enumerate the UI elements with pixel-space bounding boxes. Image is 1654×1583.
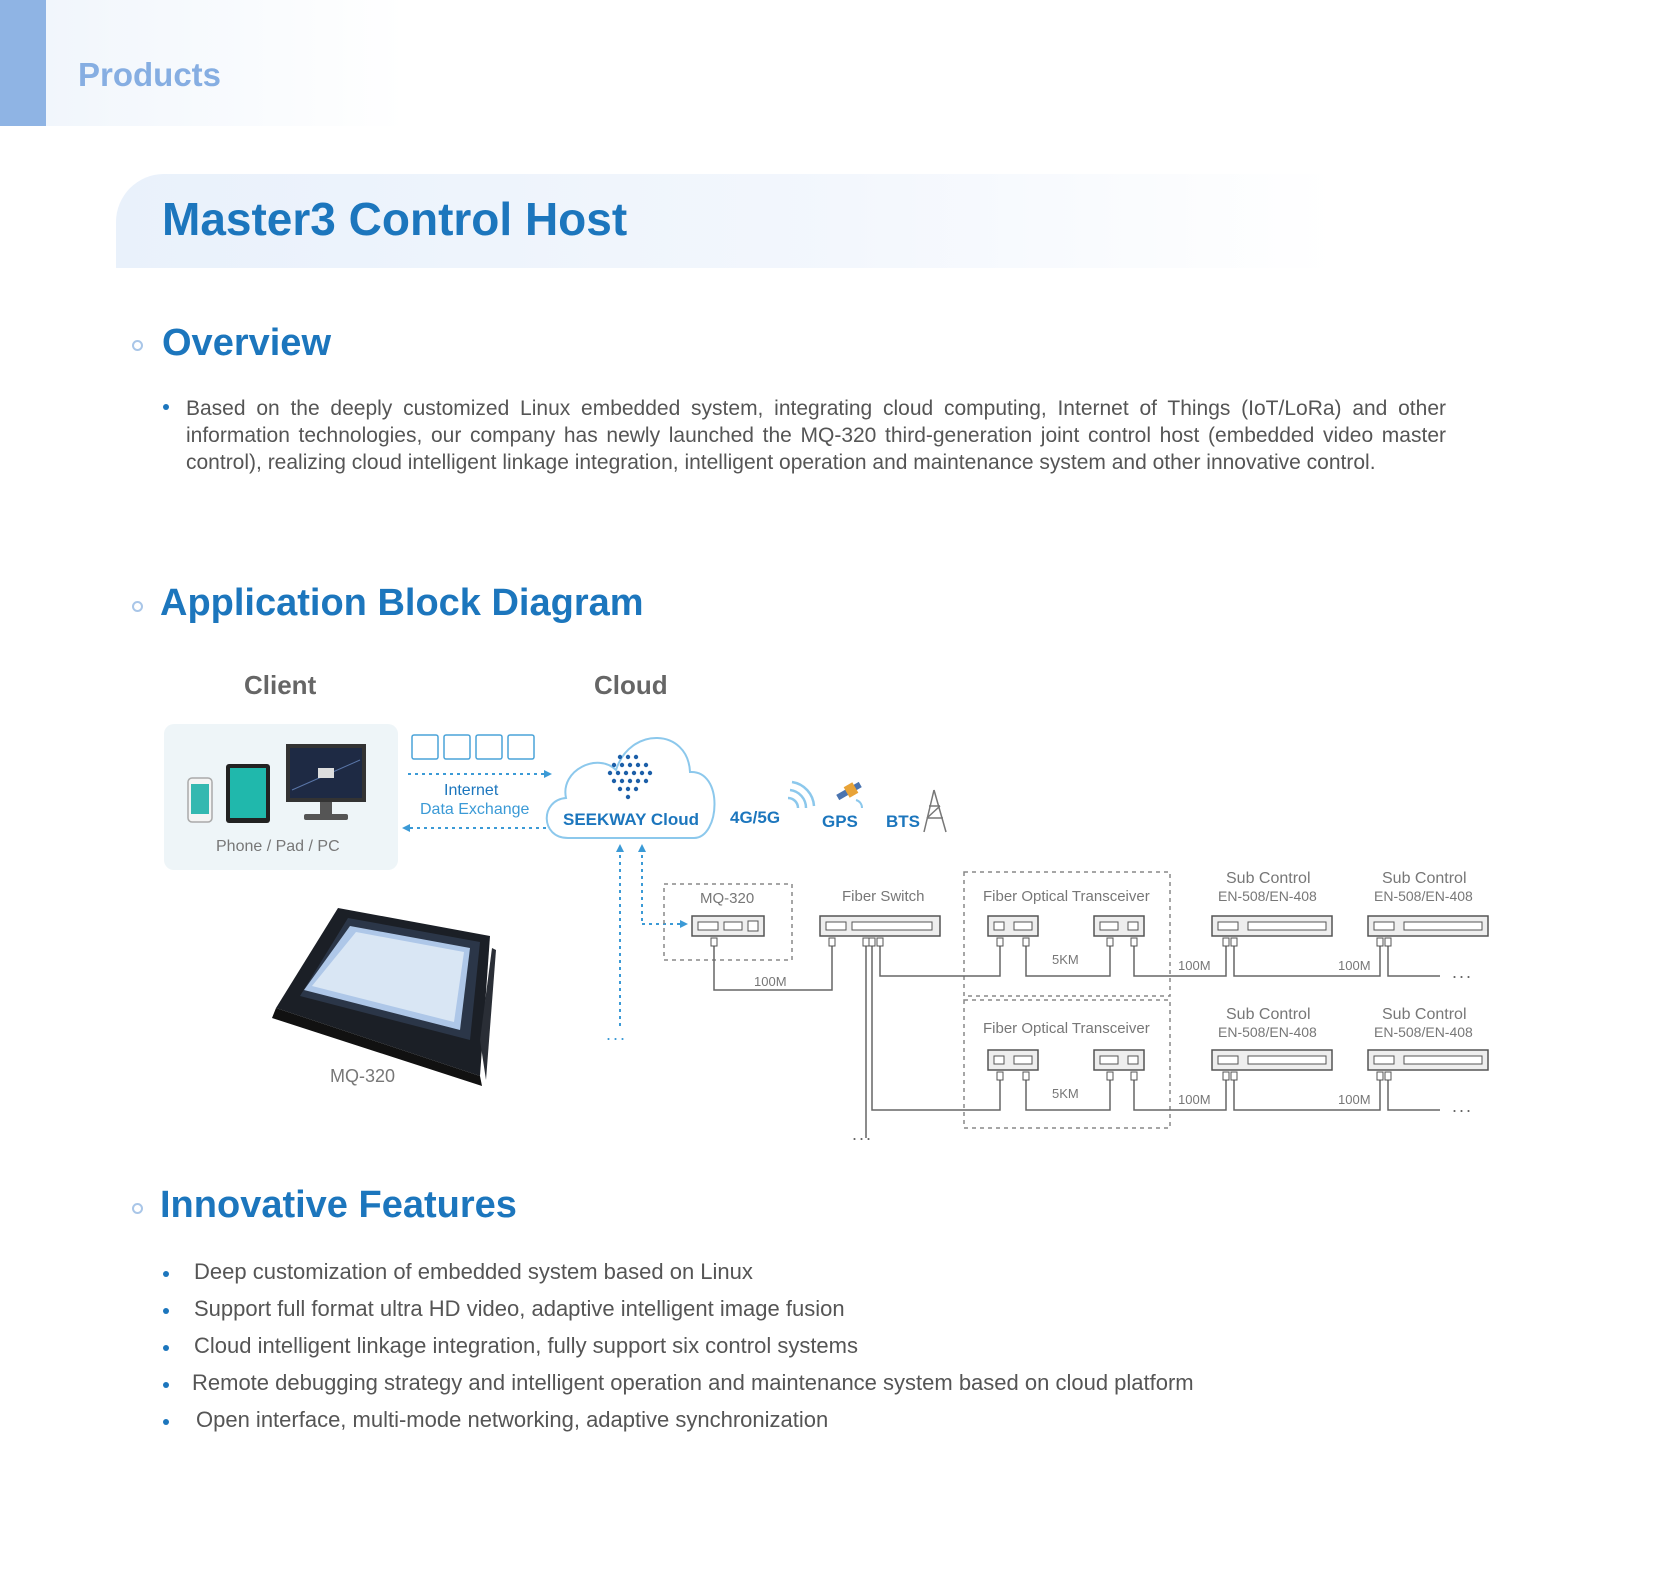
- cloud-icon: [545, 737, 716, 839]
- feature-item: Deep customization of embedded system ba…: [194, 1259, 753, 1284]
- tablet-icon: [226, 764, 270, 823]
- overview-heading: Overview: [162, 322, 331, 364]
- wifi-icon: [787, 780, 816, 809]
- mq320-box-label: MQ-320: [700, 890, 755, 907]
- mq320-device-image: [272, 908, 496, 1086]
- page-title: Master3 Control Host: [162, 193, 628, 245]
- title-band: [116, 174, 1336, 268]
- cloud-heading: Cloud: [594, 670, 668, 700]
- ellipsis: ...: [1452, 962, 1474, 982]
- net-gps-label: GPS: [822, 812, 858, 831]
- link-distance-label: 5KM: [1052, 1086, 1079, 1101]
- features-heading: Innovative Features: [160, 1184, 517, 1226]
- app-icons: [411, 734, 535, 760]
- diagram-heading: Application Block Diagram: [160, 582, 644, 624]
- section-dot-icon: [132, 340, 143, 351]
- feature-item: Open interface, multi-mode networking, a…: [196, 1407, 829, 1432]
- bullet-icon: [163, 1271, 169, 1277]
- bullet-icon: [163, 1419, 169, 1425]
- data-exchange-label: Data Exchange: [420, 801, 530, 818]
- section-dot-icon: [132, 1203, 143, 1214]
- feature-item: Remote debugging strategy and intelligen…: [192, 1370, 1194, 1395]
- cloud-name: SEEKWAY Cloud: [563, 810, 700, 829]
- link-speed-label: 100M: [754, 974, 787, 989]
- monitor-icon: [286, 744, 366, 820]
- link-distance-label: 5KM: [1052, 952, 1079, 967]
- sub-control-label: Sub Control: [1226, 1006, 1311, 1023]
- sub-control-label: Sub Control: [1382, 870, 1467, 887]
- ellipsis: ...: [1452, 1096, 1474, 1116]
- fiber-transceiver-label: Fiber Optical Transceiver: [983, 888, 1150, 905]
- bullet-icon: [163, 1382, 169, 1388]
- bullet-icon: [163, 404, 169, 410]
- link-speed-label: 100M: [1178, 958, 1211, 973]
- header-band: [46, 0, 406, 126]
- sub-control-model: EN-508/EN-408: [1374, 1024, 1473, 1040]
- phone-icon: [187, 777, 213, 823]
- section-label: Products: [78, 56, 222, 93]
- sub-control-model: EN-508/EN-408: [1374, 888, 1473, 904]
- net-4g5g-label: 4G/5G: [730, 808, 781, 827]
- bullet-icon: [163, 1308, 169, 1314]
- tower-icon: [923, 789, 947, 833]
- fiber-switch-label: Fiber Switch: [842, 888, 925, 905]
- sub-control-model: EN-508/EN-408: [1218, 888, 1317, 904]
- host-device-label: MQ-320: [330, 1066, 396, 1086]
- link-speed-label: 100M: [1178, 1092, 1211, 1107]
- sub-control-model: EN-508/EN-408: [1218, 1024, 1317, 1040]
- client-devices-label: Phone / Pad / PC: [216, 838, 340, 855]
- link-speed-label: 100M: [1338, 958, 1371, 973]
- section-dot-icon: [132, 601, 143, 612]
- overview-text: Based on the deeply customized Linux emb…: [186, 397, 1446, 474]
- feature-item: Support full format ultra HD video, adap…: [194, 1296, 845, 1321]
- sub-control-label: Sub Control: [1226, 870, 1311, 887]
- satellite-icon: [836, 781, 863, 809]
- ellipsis: ...: [852, 1124, 874, 1144]
- sub-control-label: Sub Control: [1382, 1006, 1467, 1023]
- bullet-icon: [163, 1345, 169, 1351]
- internet-label: Internet: [444, 782, 499, 799]
- client-heading: Client: [244, 670, 317, 700]
- feature-item: Cloud intelligent linkage integration, f…: [194, 1333, 858, 1358]
- ellipsis: ...: [606, 1024, 628, 1044]
- net-bts-label: BTS: [886, 812, 920, 831]
- link-speed-label: 100M: [1338, 1092, 1371, 1107]
- header-accent-bar: [0, 0, 46, 126]
- fiber-transceiver-label: Fiber Optical Transceiver: [983, 1020, 1150, 1037]
